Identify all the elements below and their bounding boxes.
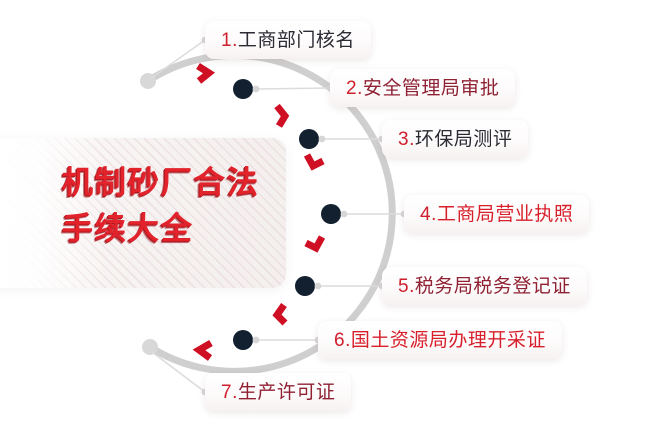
page-title: 机制砂厂合法 手续大全 — [62, 160, 292, 252]
step-label-1: 工商部门核名 — [237, 29, 355, 51]
title-panel — [0, 138, 286, 288]
step-label-2: 安全管理局审批 — [362, 77, 500, 99]
step-pill-3[interactable]: 3. 环保局测评 — [382, 120, 529, 158]
chevron-icon-4 — [304, 235, 326, 253]
arc-start-dot — [140, 73, 156, 89]
step-number-7: 7. — [221, 381, 238, 403]
step-node-2[interactable] — [299, 129, 319, 149]
title-line-2: 手续大全 — [62, 211, 194, 246]
step-label-3: 环保局测评 — [414, 128, 513, 150]
chevron-icon-2 — [274, 103, 290, 128]
title-line-1: 机制砂厂合法 — [62, 165, 260, 200]
chevron-icon-3 — [303, 153, 325, 171]
chevron-icon-5 — [272, 302, 288, 326]
step-pill-5[interactable]: 5. 税务局税务登记证 — [382, 267, 587, 305]
step-number-2: 2. — [346, 77, 363, 99]
connector-lines — [149, 39, 404, 393]
step-number-6: 6. — [334, 329, 351, 351]
step-pill-1[interactable]: 1. 工商部门核名 — [205, 21, 371, 59]
step-number-1: 1. — [221, 29, 238, 51]
direction-chevrons — [192, 63, 326, 361]
step-pill-6[interactable]: 6. 国土资源局办理开采证 — [318, 321, 562, 359]
step-node-3[interactable] — [321, 204, 341, 224]
step-number-3: 3. — [398, 128, 415, 150]
connector-2 — [255, 87, 331, 90]
step-pill-7[interactable]: 7. 生产许可证 — [205, 373, 352, 411]
step-label-4: 工商局营业执照 — [436, 203, 574, 225]
step-number-4: 4. — [420, 203, 437, 225]
step-label-5: 税务局税务登记证 — [414, 275, 571, 297]
connector-1 — [149, 39, 206, 80]
step-pill-2[interactable]: 2. 安全管理局审批 — [330, 69, 516, 107]
connector-7 — [151, 351, 206, 393]
step-node-4[interactable] — [295, 276, 315, 296]
step-pill-4[interactable]: 4. 工商局营业执照 — [404, 195, 590, 233]
chevron-icon-1 — [196, 63, 216, 84]
arc-end-dot — [142, 339, 158, 355]
step-label-7: 生产许可证 — [237, 381, 336, 403]
step-number-5: 5. — [398, 275, 415, 297]
step-node-1[interactable] — [233, 79, 253, 99]
step-node-5[interactable] — [233, 330, 253, 350]
chevron-icon-6 — [192, 339, 213, 361]
step-label-6: 国土资源局办理开采证 — [350, 329, 546, 351]
